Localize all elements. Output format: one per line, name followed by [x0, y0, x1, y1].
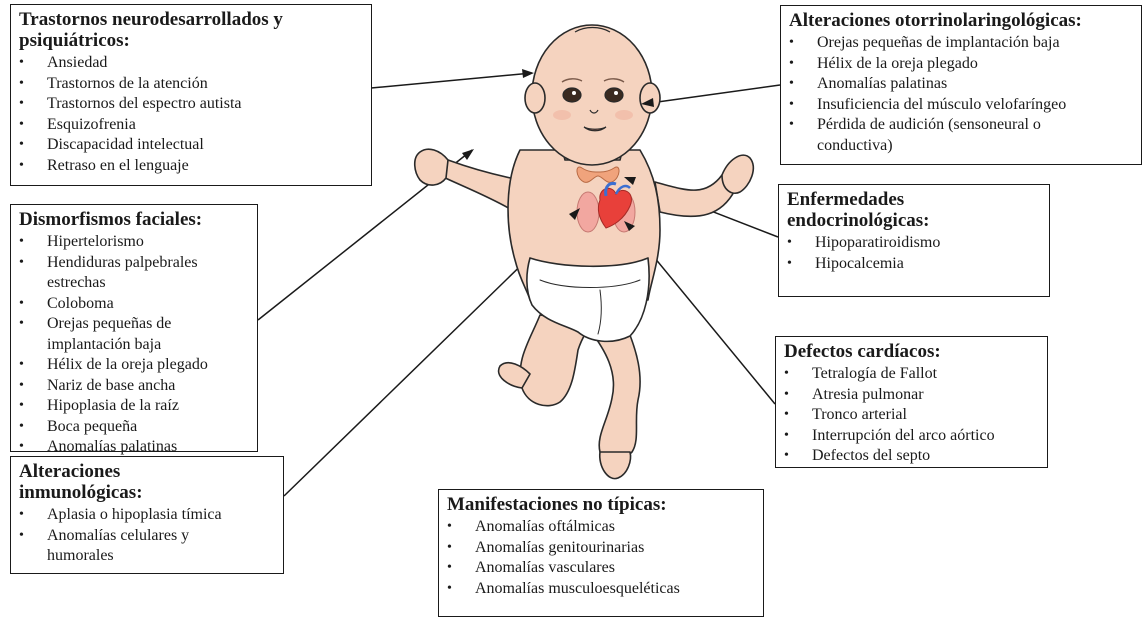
list-item: Boca pequeña: [19, 417, 249, 438]
list-item: Anomalías celulares y humorales: [19, 526, 247, 567]
list-item: Aplasia o hipoplasia tímica: [19, 505, 275, 526]
list-item: Trastornos del espectro autista: [19, 94, 363, 115]
box-neuro: Trastornos neurodesarrollados y psiquiát…: [10, 4, 372, 186]
box-notipicas: Manifestaciones no típicas: Anomalías of…: [438, 489, 764, 617]
right-ear: [640, 83, 660, 113]
box-cardiaco: Defectos cardíacos: Tetralogía de Fallot…: [775, 336, 1048, 468]
list-item: Hélix de la oreja plegado: [789, 54, 1133, 75]
box-inmuno-title: Alteraciones inmunológicas:: [19, 461, 189, 503]
box-cardiaco-list: Tetralogía de Fallot Atresia pulmonar Tr…: [784, 364, 1039, 467]
box-cardiaco-title: Defectos cardíacos:: [784, 341, 1039, 362]
left-hand: [415, 149, 448, 185]
head: [532, 25, 652, 165]
list-item: Esquizofrenia: [19, 115, 363, 136]
box-inmuno-list: Aplasia o hipoplasia tímica Anomalías ce…: [19, 505, 275, 567]
box-otorrino: Alteraciones otorrinolaringológicas: Ore…: [780, 5, 1142, 165]
box-facial: Dismorfismos faciales: Hipertelorismo He…: [10, 204, 258, 452]
list-item: Atresia pulmonar: [784, 385, 1039, 406]
box-facial-list: Hipertelorismo Hendiduras palpebrales es…: [19, 232, 249, 458]
left-eye: [563, 88, 581, 102]
box-neuro-title: Trastornos neurodesarrollados y psiquiát…: [19, 9, 363, 51]
list-item: Insuficiencia del músculo velofaríngeo: [789, 95, 1133, 116]
list-item: Anomalías palatinas: [789, 74, 1133, 95]
box-notipicas-list: Anomalías oftálmicas Anomalías genitouri…: [447, 517, 755, 599]
list-item: Discapacidad intelectual: [19, 135, 363, 156]
list-item: Anomalías genitourinarias: [447, 538, 755, 559]
right-leg: [590, 330, 640, 460]
list-item: Ansiedad: [19, 53, 363, 74]
box-notipicas-title: Manifestaciones no típicas:: [447, 494, 755, 515]
box-neuro-list: Ansiedad Trastornos de la atención Trast…: [19, 53, 363, 176]
box-endocrino-list: Hipoparatiroidismo Hipocalcemia: [787, 233, 1041, 274]
list-item: Orejas pequeñas de implantación baja: [789, 33, 1133, 54]
list-item: Trastornos de la atención: [19, 74, 363, 95]
list-item: Hipoplasia de la raíz: [19, 396, 249, 417]
list-item: Orejas pequeñas de implantación baja: [19, 314, 237, 355]
box-otorrino-list: Orejas pequeñas de implantación baja Hél…: [789, 33, 1133, 156]
list-item: Nariz de base ancha: [19, 376, 249, 397]
list-item: Anomalías musculoesqueléticas: [447, 579, 755, 600]
right-eye: [605, 88, 623, 102]
left-ear: [525, 83, 545, 113]
list-item: Hendiduras palpebrales estrechas: [19, 253, 232, 294]
box-endocrino-title: Enfermedades endocrinológicas:: [787, 189, 977, 231]
list-item: Anomalías oftálmicas: [447, 517, 755, 538]
list-item: Anomalías vasculares: [447, 558, 755, 579]
list-item: Pérdida de audición (sensoneural o condu…: [789, 115, 1097, 156]
right-foot: [600, 452, 631, 479]
list-item: Tronco arterial: [784, 405, 1039, 426]
box-inmuno: Alteraciones inmunológicas: Aplasia o hi…: [10, 456, 284, 574]
box-facial-title: Dismorfismos faciales:: [19, 209, 249, 230]
list-item: Hipocalcemia: [787, 254, 1041, 275]
list-item: Anomalías palatinas: [19, 437, 249, 458]
list-item: Interrupción del arco aórtico: [784, 426, 1039, 447]
list-item: Hélix de la oreja plegado: [19, 355, 249, 376]
box-endocrino: Enfermedades endocrinológicas: Hipoparat…: [778, 184, 1050, 297]
list-item: Hipoparatiroidismo: [787, 233, 1041, 254]
list-item: Retraso en el lenguaje: [19, 156, 363, 177]
box-otorrino-title: Alteraciones otorrinolaringológicas:: [789, 10, 1133, 31]
list-item: Defectos del septo: [784, 446, 1039, 467]
left-lung-icon: [577, 192, 599, 232]
list-item: Coloboma: [19, 294, 249, 315]
list-item: Hipertelorismo: [19, 232, 249, 253]
right-hand: [722, 155, 753, 193]
list-item: Tetralogía de Fallot: [784, 364, 1039, 385]
